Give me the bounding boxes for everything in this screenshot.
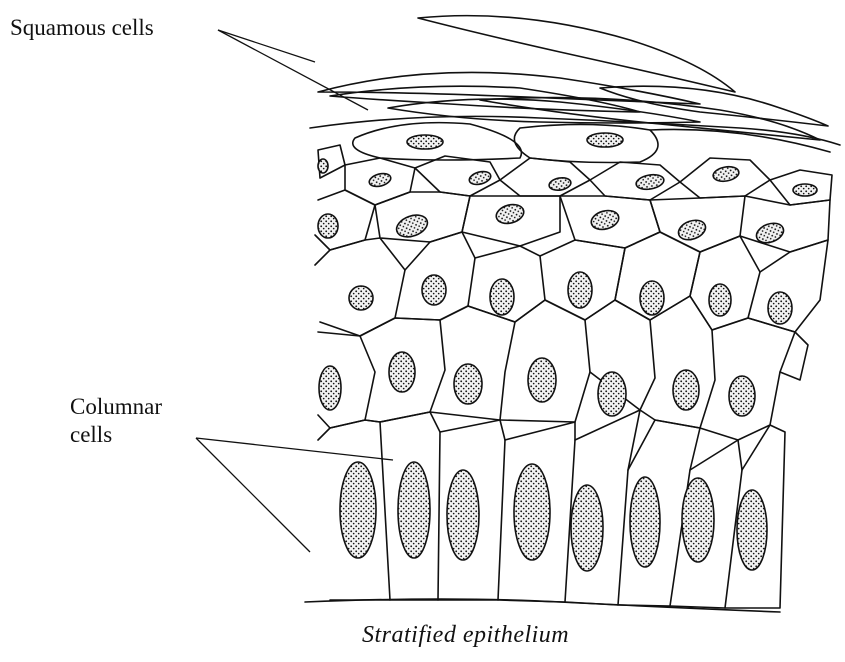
columnar-label-line2: cells [70,421,162,449]
squamous-cells-label: Squamous cells [10,14,154,42]
squamous-layer [310,16,840,163]
leader-line-columnar-1 [196,438,393,460]
columnar-label-line1: Columnar [70,393,162,421]
columnar-cells-label: Columnar cells [70,393,162,449]
leader-line-squamous-1 [218,30,315,62]
leader-line-columnar-2 [196,438,310,552]
figure-caption: Stratified epithelium [362,621,569,649]
leader-line-squamous-2 [218,30,368,110]
